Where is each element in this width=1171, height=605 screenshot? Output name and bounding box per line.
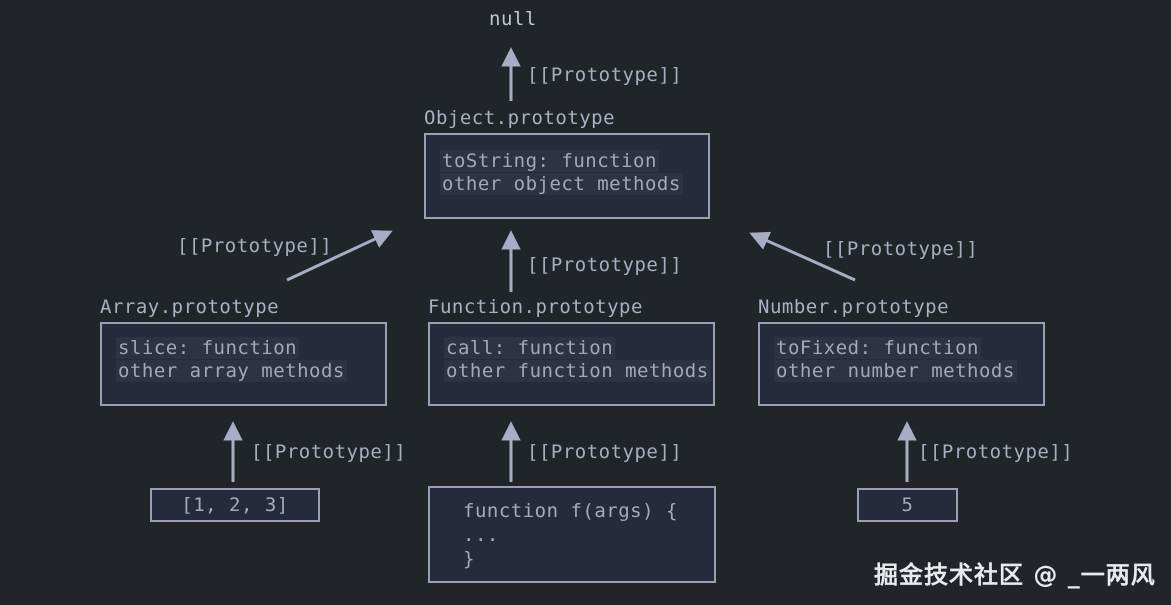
array-method-text: slice: function	[116, 337, 300, 359]
function-instance-line: }	[463, 547, 698, 571]
function-instance-text: ...	[463, 524, 499, 546]
prototype-label-function-to-object: [[Prototype]]	[527, 254, 683, 276]
prototype-label-object-to-null: [[Prototype]]	[527, 64, 683, 86]
watermark: 掘金技术社区 @ _一两风	[874, 561, 1156, 589]
function-method-text: call: function	[444, 337, 616, 359]
prototype-label-array-instance: [[Prototype]]	[251, 441, 407, 463]
prototype-label-number-to-object: [[Prototype]]	[823, 238, 979, 260]
function-instance-text: function f(args) {	[463, 500, 678, 522]
array-method-text: other array methods	[116, 360, 347, 382]
number-method-text: other number methods	[774, 360, 1017, 382]
function-instance-line: function f(args) {	[463, 499, 698, 523]
number-instance-box: 5	[857, 488, 958, 522]
function-prototype-title: Function.prototype	[428, 296, 643, 318]
function-method-text: other function methods	[444, 360, 711, 382]
object-method-line: toString: function	[440, 150, 692, 173]
array-instance-text: [1, 2, 3]	[181, 494, 289, 516]
function-instance-text: }	[463, 548, 475, 570]
number-method-line: other number methods	[774, 360, 1027, 383]
prototype-label-function-instance: [[Prototype]]	[527, 441, 683, 463]
null-label: null	[489, 8, 537, 30]
number-prototype-title: Number.prototype	[758, 296, 950, 318]
prototype-label-number-instance: [[Prototype]]	[918, 441, 1074, 463]
function-prototype-box: call: function other function methods	[428, 322, 715, 406]
function-instance-line: ...	[463, 523, 698, 547]
function-method-line: other function methods	[444, 360, 711, 383]
number-instance-text: 5	[901, 494, 914, 516]
function-instance-box: function f(args) { ... }	[428, 486, 716, 583]
array-prototype-title: Array.prototype	[100, 296, 280, 318]
function-method-line: call: function	[444, 337, 697, 360]
object-method-line: other object methods	[440, 173, 692, 196]
object-prototype-title: Object.prototype	[424, 107, 616, 129]
object-method-text: other object methods	[440, 173, 683, 195]
array-method-line: other array methods	[116, 360, 369, 383]
object-prototype-box: toString: function other object methods	[424, 133, 710, 219]
number-method-text: toFixed: function	[774, 337, 981, 359]
object-method-text: toString: function	[440, 150, 659, 172]
number-method-line: toFixed: function	[774, 337, 1027, 360]
array-method-line: slice: function	[116, 337, 369, 360]
array-prototype-box: slice: function other array methods	[100, 322, 387, 406]
array-instance-box: [1, 2, 3]	[150, 488, 320, 522]
prototype-label-array-to-object: [[Prototype]]	[177, 235, 333, 257]
number-prototype-box: toFixed: function other number methods	[758, 322, 1045, 406]
